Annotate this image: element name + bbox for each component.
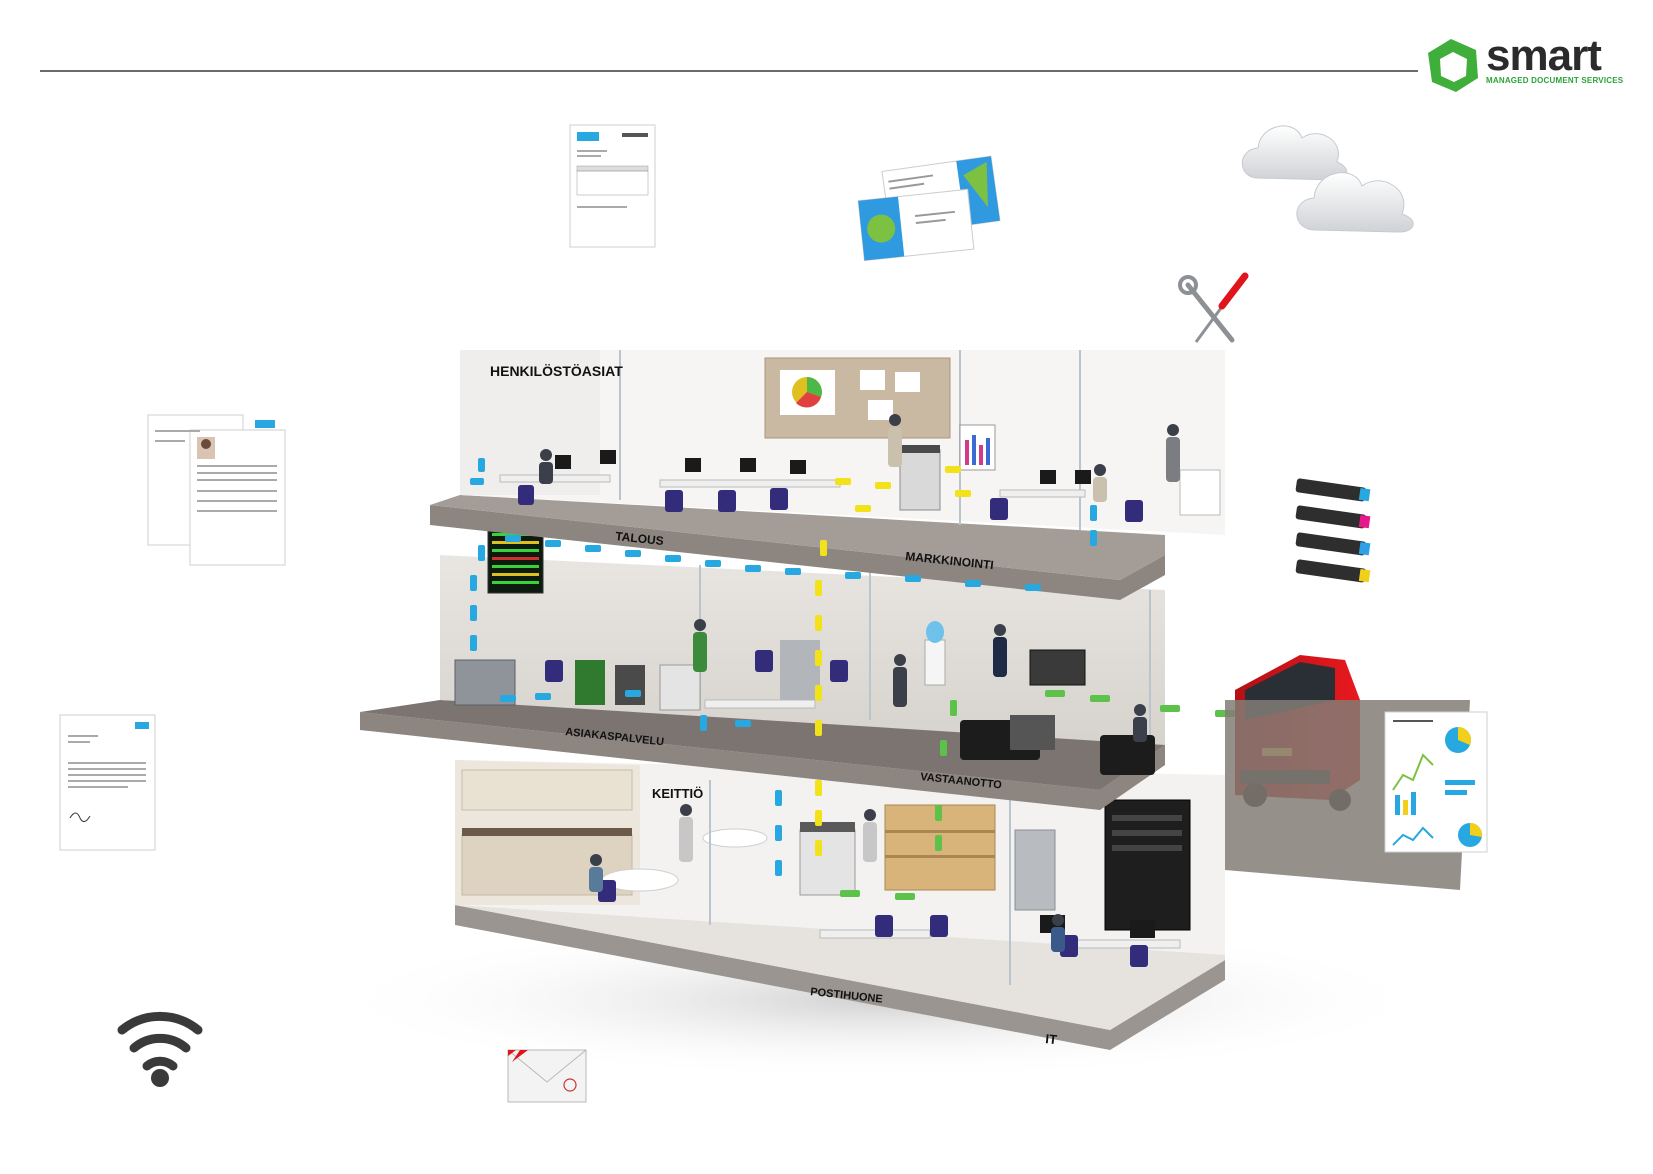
letter-document-icon <box>59 714 156 851</box>
envelope-icon <box>507 1049 587 1103</box>
flow-arrows-yellow <box>815 466 971 856</box>
middle-slab <box>360 712 1165 810</box>
tools-icon <box>1178 272 1249 343</box>
cloud-icon <box>1241 125 1414 233</box>
ground-copier <box>799 829 856 896</box>
cv-documents-icon <box>147 414 286 566</box>
top-floor-wall <box>460 350 1225 535</box>
flow-arrows-blue <box>470 458 1097 876</box>
label-keittio: KEITTIÖ <box>652 786 703 801</box>
top-slab <box>430 505 1165 600</box>
report-document-icon <box>1384 711 1488 853</box>
business-cards-icon <box>857 155 1001 262</box>
building <box>360 350 1470 1050</box>
wifi-icon <box>117 1012 203 1071</box>
label-henkilostoasiat: HENKILÖSTÖASIAT <box>490 363 623 379</box>
brand-tagline: MANAGED DOCUMENT SERVICES <box>1486 76 1624 85</box>
top-copier <box>899 449 941 511</box>
office-chairs <box>518 485 1148 967</box>
toner-cartridges-icon <box>1295 478 1371 583</box>
server-racks <box>1104 799 1191 931</box>
label-talous: TALOUS <box>615 529 665 548</box>
label-it: IT <box>1045 1031 1058 1047</box>
invoice-document-icon <box>569 124 656 248</box>
kitchen-cabinets <box>461 769 633 811</box>
smart-logo-icon <box>1428 39 1478 92</box>
people <box>539 414 1180 952</box>
file-cabinets <box>1014 829 1056 911</box>
brand-name: smart <box>1486 31 1602 80</box>
wifi-dot <box>151 1069 169 1087</box>
